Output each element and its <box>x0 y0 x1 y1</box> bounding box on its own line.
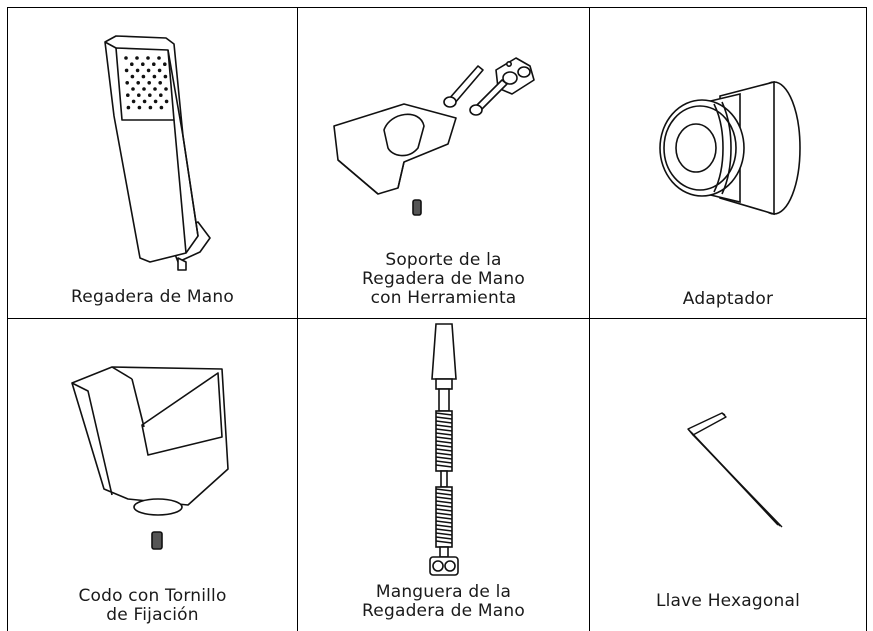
nozzle-hole <box>137 105 142 110</box>
nozzle-hole <box>141 74 146 79</box>
hose-coil <box>435 536 453 540</box>
hose-coil <box>435 520 453 524</box>
nozzle-hole <box>147 81 151 85</box>
grid-divider <box>589 7 590 631</box>
nozzle-hole <box>153 87 157 91</box>
parts-grid <box>7 7 867 631</box>
nozzle-hole <box>159 105 164 110</box>
nozzle-hole <box>136 81 140 85</box>
hose-coil <box>435 540 453 544</box>
hose-coil <box>435 528 453 532</box>
hose-coil <box>435 420 453 424</box>
part-cell-holder: Soporte de la Regadera de Mano con Herra… <box>298 8 589 318</box>
hose-coil <box>435 496 453 500</box>
part-label: Llave Hexagonal <box>655 591 801 611</box>
nozzle-hole <box>158 81 162 85</box>
nozzle-hole <box>135 56 139 60</box>
nozzle-hole <box>164 87 168 91</box>
nozzle-hole <box>124 56 128 60</box>
hose-coil <box>435 452 453 456</box>
nozzle-hole <box>126 93 130 97</box>
hose-coil <box>435 516 453 520</box>
nozzle-hole <box>163 62 167 66</box>
hex-key-illustration <box>687 412 783 528</box>
nozzle-hole <box>130 62 134 66</box>
nozzle-hole <box>157 56 161 60</box>
hose-coil <box>435 448 453 452</box>
grid-divider <box>297 7 298 631</box>
nozzle-hole <box>157 68 162 73</box>
hose-coil <box>435 532 453 536</box>
nozzle-hole <box>126 105 131 110</box>
part-label: Manguera de la Regadera de Mano <box>362 582 525 621</box>
nozzle-hole <box>137 93 141 97</box>
nozzle-hole <box>142 99 147 104</box>
nozzle-hole <box>152 74 157 79</box>
hose-coil <box>435 428 453 432</box>
nozzle-hole <box>142 87 146 91</box>
adapter-illustration <box>659 80 801 216</box>
nozzle-hole <box>135 68 140 73</box>
elbow-illustration <box>71 366 229 550</box>
part-label: Soporte de la Regadera de Mano con Herra… <box>362 250 525 308</box>
hose-coil <box>435 500 453 504</box>
nozzle-hole <box>159 93 163 97</box>
hose-coil <box>435 508 453 512</box>
hose-coil <box>435 460 453 464</box>
nozzle-hole <box>131 99 136 104</box>
hose-illustration <box>429 323 459 576</box>
hose-coil <box>435 488 453 492</box>
part-label: Regadera de Mano <box>71 287 234 307</box>
hose-coil <box>435 440 453 444</box>
nozzle-hole <box>124 68 129 73</box>
hose-coil <box>435 456 453 460</box>
hose-coil <box>435 512 453 516</box>
part-cell-hose: Manguera de la Regadera de Mano <box>298 319 589 631</box>
hose-coil <box>435 432 453 436</box>
nozzle-hole <box>146 56 150 60</box>
hose-coil <box>435 524 453 528</box>
nozzle-hole <box>141 62 145 66</box>
nozzle-hole <box>148 105 153 110</box>
hose-coil <box>435 464 453 468</box>
nozzle-hole <box>125 81 129 85</box>
nozzle-hole <box>152 62 156 66</box>
grid-divider <box>7 318 867 319</box>
part-cell-adapter: Adaptador <box>590 8 866 318</box>
nozzle-hole <box>130 74 135 79</box>
hose-coil <box>435 504 453 508</box>
nozzle-hole <box>131 87 135 91</box>
nozzle-hole <box>153 99 158 104</box>
hose-coil <box>435 444 453 448</box>
holder-illustration <box>333 57 535 216</box>
part-cell-elbow: Codo con Tornillo de Fijación <box>8 319 297 631</box>
nozzle-hole <box>148 93 152 97</box>
hose-coil <box>435 492 453 496</box>
part-cell-hand-shower: Regadera de Mano <box>8 8 297 318</box>
hose-coil <box>435 412 453 416</box>
hose-coil <box>435 436 453 440</box>
nozzle-hole <box>163 74 168 79</box>
part-label: Adaptador <box>682 289 774 309</box>
hose-coil <box>435 416 453 420</box>
part-label: Codo con Tornillo de Fijación <box>78 586 227 625</box>
nozzle-hole <box>146 68 151 73</box>
hand-shower-illustration <box>104 35 211 271</box>
part-cell-hex-key: Llave Hexagonal <box>590 319 866 631</box>
hose-coil <box>435 424 453 428</box>
nozzle-hole <box>164 99 169 104</box>
